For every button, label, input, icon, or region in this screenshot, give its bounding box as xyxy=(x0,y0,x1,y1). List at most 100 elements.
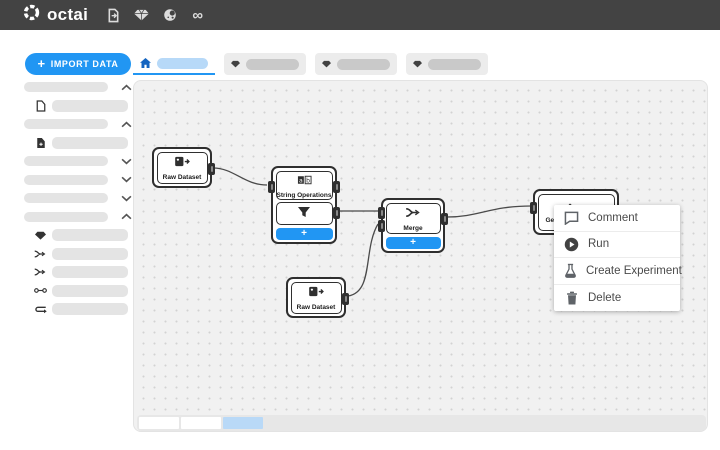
item-label-skeleton xyxy=(52,247,128,260)
strip-segment[interactable] xyxy=(139,417,179,429)
globe-icon[interactable] xyxy=(162,7,177,23)
menu-item-delete[interactable]: Delete xyxy=(554,285,680,312)
top-navbar: octai ∞ xyxy=(0,0,720,30)
input-port[interactable] xyxy=(378,207,385,219)
node-raw-dataset-2[interactable]: Raw Dataset xyxy=(286,277,349,318)
chevron-down-icon[interactable] xyxy=(121,176,132,183)
infinity-icon[interactable]: ∞ xyxy=(192,6,204,24)
menu-item-label: Comment xyxy=(588,211,638,224)
sidebar-item-branch[interactable] xyxy=(20,263,132,282)
section-title-skeleton xyxy=(24,119,108,130)
menu-item-label: Delete xyxy=(588,291,622,304)
dataset-icon xyxy=(308,284,325,302)
svg-text:b: b xyxy=(306,177,310,184)
strip-segment[interactable] xyxy=(181,417,221,429)
chevron-up-icon[interactable] xyxy=(121,213,132,220)
sidebar-section-header[interactable] xyxy=(20,78,132,97)
node-merge[interactable]: Merge xyxy=(385,202,441,234)
sidebar-item-branch[interactable] xyxy=(20,245,132,264)
node-label: Gen xyxy=(545,216,559,224)
sidebar-item-document[interactable] xyxy=(20,97,132,116)
section-title-skeleton xyxy=(24,156,108,167)
chevron-up-icon[interactable] xyxy=(121,121,132,128)
gem-icon xyxy=(322,60,331,68)
context-menu: Comment Run Create Experiment Delete xyxy=(554,205,682,312)
tab-pipeline-2[interactable] xyxy=(224,53,306,75)
sidebar-item-link[interactable] xyxy=(20,282,132,301)
document-add-icon xyxy=(34,137,47,149)
node-label: Raw Dataset xyxy=(162,174,202,181)
input-port[interactable] xyxy=(378,220,385,232)
chevron-down-icon[interactable] xyxy=(121,195,132,202)
menu-item-create-experiment[interactable]: Create Experiment xyxy=(554,258,682,285)
sidebar-section-header[interactable] xyxy=(20,152,132,171)
file-export-icon[interactable] xyxy=(106,7,121,23)
tab-pipeline-3[interactable] xyxy=(315,53,397,75)
app-logo[interactable]: octai xyxy=(22,3,88,27)
sidebar-section-header[interactable] xyxy=(20,171,132,190)
document-icon xyxy=(34,100,47,112)
branch-icon xyxy=(34,267,47,277)
sidebar-item-gem[interactable] xyxy=(20,226,132,245)
svg-text:a: a xyxy=(298,177,302,184)
output-port[interactable] xyxy=(333,207,340,219)
sidebar-item-document-add[interactable] xyxy=(20,134,132,153)
sidebar-section-header[interactable] xyxy=(20,189,132,208)
chevron-down-icon[interactable] xyxy=(121,158,132,165)
item-label-skeleton xyxy=(52,284,128,297)
add-step-button[interactable]: + xyxy=(275,227,333,240)
tab-title-skeleton xyxy=(428,58,481,70)
logo-text: octai xyxy=(47,5,89,24)
chevron-up-icon[interactable] xyxy=(121,84,132,91)
section-title-skeleton xyxy=(24,193,108,204)
left-sidebar xyxy=(20,78,132,319)
output-port[interactable] xyxy=(342,293,349,305)
strip-segment-active[interactable] xyxy=(223,417,263,429)
tab-home-active[interactable] xyxy=(133,53,215,75)
import-data-button[interactable]: + IMPORT DATA xyxy=(25,53,131,75)
node-group-merge[interactable]: Merge + xyxy=(378,198,448,253)
section-title-skeleton xyxy=(24,174,108,185)
menu-item-comment[interactable]: Comment xyxy=(554,205,680,232)
item-label-skeleton xyxy=(52,229,128,242)
trash-icon xyxy=(564,291,579,305)
node-label: String Operations xyxy=(276,191,332,199)
gem-icon[interactable] xyxy=(134,7,150,23)
item-label-skeleton xyxy=(52,303,128,316)
sidebar-item-loop[interactable] xyxy=(20,300,132,319)
node-filter[interactable] xyxy=(275,202,333,225)
menu-item-label: Run xyxy=(588,238,610,251)
tab-title-skeleton xyxy=(337,58,390,70)
logo-ring-icon xyxy=(22,3,41,27)
section-title-skeleton xyxy=(24,82,108,93)
filter-icon xyxy=(297,205,311,223)
loop-icon xyxy=(34,305,47,314)
node-label: Raw Dataset xyxy=(296,304,336,311)
add-step-button[interactable]: + xyxy=(385,236,441,249)
play-icon xyxy=(564,237,579,252)
gem-icon xyxy=(231,60,240,68)
sidebar-section-header[interactable] xyxy=(20,208,132,227)
input-port[interactable] xyxy=(268,181,275,193)
item-label-skeleton xyxy=(52,136,128,149)
tab-pipeline-4[interactable] xyxy=(406,53,488,75)
sidebar-section-header[interactable] xyxy=(20,115,132,134)
output-port[interactable] xyxy=(333,181,340,193)
input-port[interactable] xyxy=(530,202,537,214)
home-icon xyxy=(140,58,151,68)
branch-icon xyxy=(34,249,47,259)
gem-icon xyxy=(413,60,422,68)
toolbar-row: + IMPORT DATA xyxy=(0,30,720,80)
import-data-label: IMPORT DATA xyxy=(50,59,119,69)
bottom-scrollbar[interactable] xyxy=(137,415,706,431)
tab-title-skeleton xyxy=(157,57,208,69)
flask-icon xyxy=(564,263,577,279)
output-port[interactable] xyxy=(441,213,448,225)
output-port[interactable] xyxy=(208,163,215,175)
node-raw-dataset-1[interactable]: Raw Dataset xyxy=(152,147,215,188)
menu-item-run[interactable]: Run xyxy=(554,232,680,258)
